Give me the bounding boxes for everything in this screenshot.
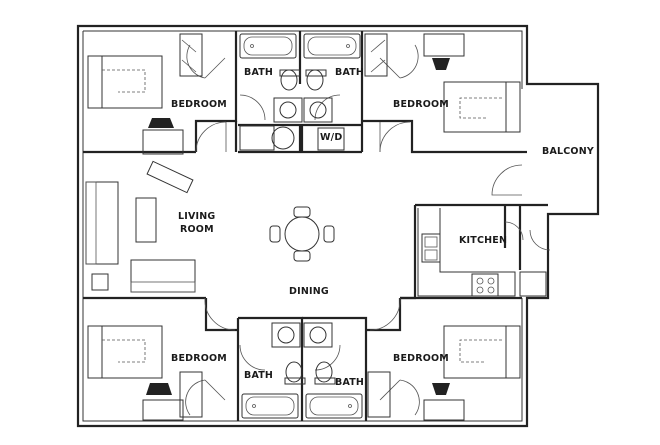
living-furniture bbox=[85, 160, 196, 293]
room-label-laundry: W/D bbox=[320, 132, 342, 143]
room-label-bedroom-bottom-left: BEDROOM bbox=[171, 353, 227, 364]
kitchen-fixtures bbox=[417, 208, 547, 297]
room-label-bedroom-top-left: BEDROOM bbox=[171, 99, 227, 110]
room-label-living-line2: ROOM bbox=[180, 224, 214, 235]
room-label-bath-bottom-right: BATH bbox=[335, 377, 364, 388]
room-label-bath-bottom-left: BATH bbox=[244, 370, 273, 381]
doors bbox=[185, 44, 551, 416]
room-label-bath-top-left: BATH bbox=[244, 67, 273, 78]
room-label-kitchen: KITCHEN bbox=[459, 235, 507, 246]
closets bbox=[179, 33, 391, 418]
bedroom-furniture bbox=[87, 33, 521, 421]
room-label-bath-top-right: BATH bbox=[335, 67, 364, 78]
room-label-bedroom-top-right: BEDROOM bbox=[393, 99, 449, 110]
room-label-dining: DINING bbox=[289, 286, 329, 297]
bath-fixtures-bottom bbox=[241, 322, 363, 419]
room-label-bedroom-bottom-right: BEDROOM bbox=[393, 353, 449, 364]
room-label-balcony: BALCONY bbox=[542, 146, 594, 157]
room-label-living-line1: LIVING bbox=[178, 211, 215, 222]
bath-fixtures-top bbox=[239, 33, 361, 151]
dining-table bbox=[269, 206, 335, 262]
interior-walls bbox=[83, 31, 548, 421]
